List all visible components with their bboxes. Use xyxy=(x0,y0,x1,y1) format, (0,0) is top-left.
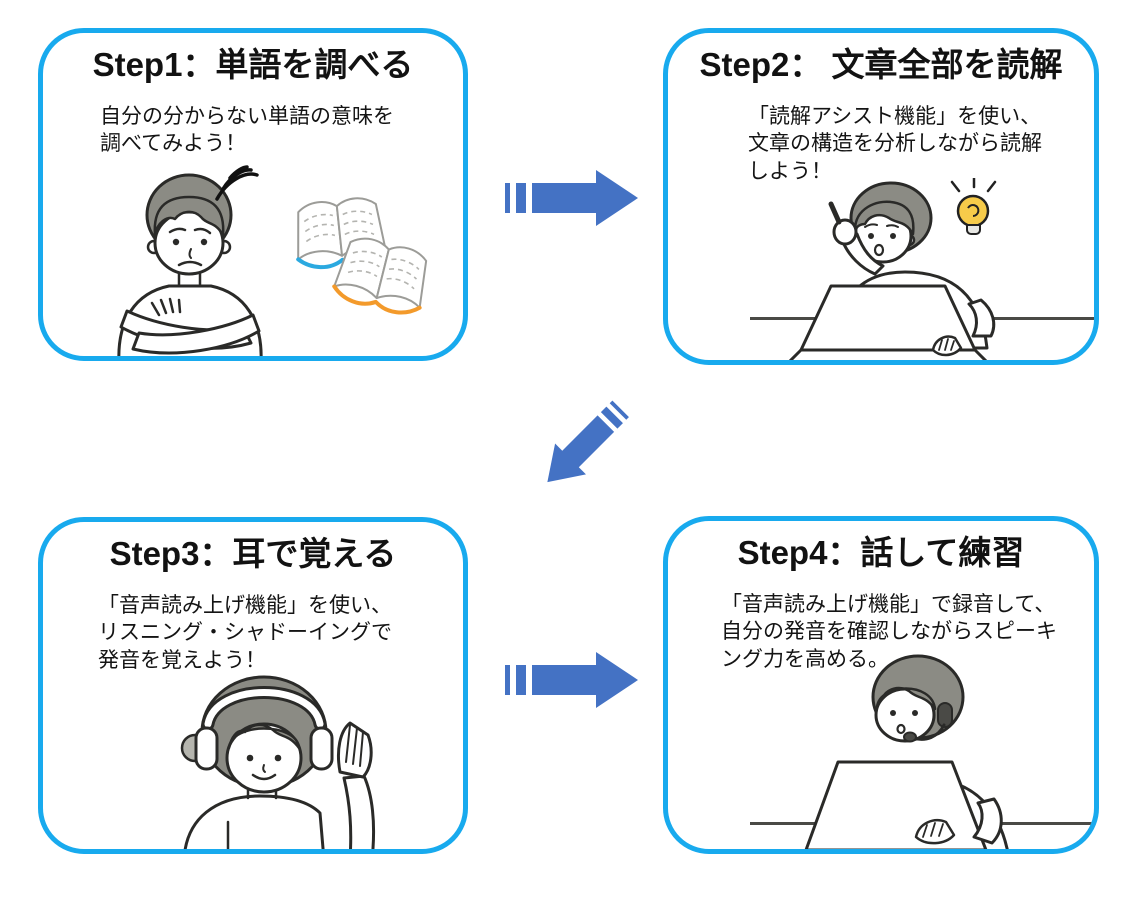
listening-student xyxy=(180,675,376,849)
headphones-icon xyxy=(194,686,334,771)
arrow-step3-to-step4 xyxy=(505,650,640,710)
headset-icon xyxy=(903,702,953,743)
speaking-student xyxy=(804,654,1009,849)
floor-line xyxy=(143,853,443,854)
puzzled-student xyxy=(117,173,263,356)
step3-box: Step3：耳で覚える 「音声読み上げ機能」を使い、 リスニング・シャドーイング… xyxy=(38,517,468,854)
step4-description: 「音声読み上げ機能」で録音して、 自分の発音を確認しながらスピーキ ング力を高め… xyxy=(721,593,1057,671)
step2-description: 「読解アシスト機能」を使い、 文章の構造を分析しながら読解 しよう！ xyxy=(748,105,1042,183)
step1-description: 自分の分からない単語の意味を 調べてみよう！ xyxy=(100,105,394,156)
striped-right-arrow-icon xyxy=(505,170,638,226)
speaking-student-illustration xyxy=(804,654,1009,849)
arrow-step1-to-step2 xyxy=(505,168,640,228)
laptop-icon xyxy=(788,284,988,360)
step2-box: Step2： 文章全部を読解 「読解アシスト機能」を使い、 文章の構造を分析しな… xyxy=(663,28,1099,365)
step1-title: Step1：単語を調べる xyxy=(92,46,414,83)
confusion-scribble-icon xyxy=(215,165,259,201)
step1-box: Step1：単語を調べる 自分の分からない単語の意味を 調べてみよう！ xyxy=(38,28,468,361)
listening-student-illustration xyxy=(180,675,376,849)
step4-title: Step4：話して練習 xyxy=(737,534,1025,571)
step4-box: Step4：話して練習 「音声読み上げ機能」で録音して、 自分の発音を確認しなが… xyxy=(663,516,1099,854)
step3-description: 「音声読み上げ機能」を使い、 リスニング・シャドーイングで 発音を覚えよう！ xyxy=(98,594,392,672)
step2-title: Step2： 文章全部を読解 xyxy=(699,46,1063,83)
open-books-icon xyxy=(296,197,428,315)
pointing-student xyxy=(788,181,996,360)
lightbulb-icon xyxy=(950,178,997,235)
striped-down-left-arrow-icon xyxy=(547,400,630,483)
laptop-icon xyxy=(804,760,988,849)
arrow-step2-to-step3 xyxy=(530,392,638,500)
puzzled-student-illustration xyxy=(117,165,428,356)
striped-right-arrow-icon xyxy=(505,652,638,708)
step3-title: Step3：耳で覚える xyxy=(109,535,397,572)
student-at-laptop-illustration xyxy=(788,178,997,360)
